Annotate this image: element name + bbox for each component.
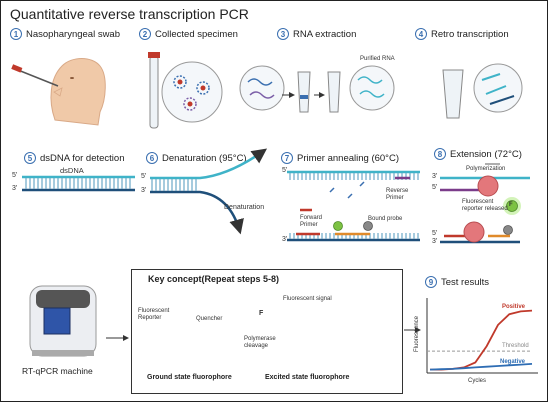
step-5: 5 dsDNA for detection (24, 152, 125, 164)
fluorescent-reporter-label: Fluorescent Reporter (138, 308, 170, 321)
extension-5prime-bottom: 5' (432, 230, 438, 237)
excited-state-label: Excited state fluorophore (265, 374, 350, 381)
series-positive-label: Positive (502, 304, 526, 310)
bound-probe-label: Bound probe (368, 216, 403, 222)
key-f-label: F (259, 310, 264, 317)
dsdna-strand (22, 175, 135, 192)
polymerase-cleavage-label: Polymerase cleavage (244, 336, 276, 349)
swab-illustration (11, 58, 106, 126)
ground-state-label: Ground state fluorophore (147, 374, 232, 381)
extension-f-label: F (509, 202, 513, 208)
step-8-number: 8 (434, 148, 446, 160)
denat-5prime: 5' (141, 173, 147, 180)
dsdna-label: dsDNA (60, 166, 84, 175)
step-6-label: Denaturation (95°C) (162, 152, 247, 164)
polymerization-label: Polymerization (466, 166, 506, 172)
step-9: 9 Test results (425, 276, 489, 288)
step-6-number: 6 (146, 152, 158, 164)
step-7: 7 Primer annealing (60°C) (281, 152, 399, 164)
series-negative-label: Negative (500, 359, 526, 365)
step-4-label: Retro transcription (431, 28, 509, 40)
extension-illustration (440, 163, 530, 244)
dsdna-3prime: 3' (12, 185, 18, 192)
fluorescent-signal-label: Fluorescent signal (283, 296, 332, 302)
qpcr-machine (29, 285, 97, 357)
annealing-3prime: 3' (282, 236, 288, 243)
step-8-label: Extension (72°C) (450, 148, 522, 160)
denat-3prime: 3' (141, 187, 147, 194)
results-chart (426, 298, 538, 374)
step-4: 4 Retro transcription (415, 28, 509, 40)
denaturation-label: Denaturation (224, 204, 265, 211)
dsdna-5prime: 5' (12, 172, 18, 179)
step-9-label: Test results (441, 276, 490, 288)
key-concept-box (131, 269, 403, 394)
extension-3prime-top: 3' (432, 173, 438, 180)
step-8: 8 Extension (72°C) (434, 148, 522, 160)
step-5-label: dsDNA for detection (40, 152, 125, 164)
forward-primer-label: Forward Primer (300, 215, 323, 228)
annealing-5prime: 5' (282, 167, 288, 174)
denaturation-strand (150, 148, 268, 235)
series-negative-line (429, 363, 533, 371)
step-2: 2 Collected specimen (139, 28, 238, 40)
quencher-label: Quencher (196, 316, 223, 322)
step-1-number: 1 (10, 28, 22, 40)
threshold-label: Threshold (502, 343, 529, 349)
step-9-number: 9 (425, 276, 437, 288)
step-6: 6 Denaturation (95°C) (146, 152, 247, 164)
extension-5prime-top: 5' (432, 184, 438, 191)
step-7-number: 7 (281, 152, 293, 164)
specimen-illustration (148, 52, 223, 129)
primer-annealing (287, 170, 420, 242)
step-4-number: 4 (415, 28, 427, 40)
retro-transcription-illustration (442, 63, 523, 119)
key-concept-title: Key concept(Repeat steps 5-8) (148, 274, 280, 284)
step-5-number: 5 (24, 152, 36, 164)
step-3-label: RNA extraction (293, 28, 357, 40)
step-3-number: 3 (277, 28, 289, 40)
machine-label: RT-qPCR machine (22, 366, 93, 376)
fluorescent-released-label: Fluorescent reporter released (462, 199, 508, 212)
purified-rna-label: Purified RNA (360, 56, 395, 62)
step-3: 3 RNA extraction (277, 28, 356, 40)
step-7-label: Primer annealing (60°C) (297, 152, 400, 164)
step-1-label: Nasopharyngeal swab (26, 28, 121, 40)
step-2-label: Collected specimen (155, 28, 238, 40)
reverse-primer-label: Reverse Primer (386, 188, 409, 201)
step-2-number: 2 (139, 28, 151, 40)
chart-ylabel: Fluorescence (414, 315, 420, 352)
rna-extraction-illustration (239, 65, 395, 113)
step-1: 1 Nasopharyngeal swab (10, 28, 120, 40)
extension-3prime-bottom: 3' (432, 238, 438, 245)
chart-xlabel: Cycles (468, 378, 487, 384)
figure-title: Quantitative reverse transcription PCR (10, 6, 249, 22)
